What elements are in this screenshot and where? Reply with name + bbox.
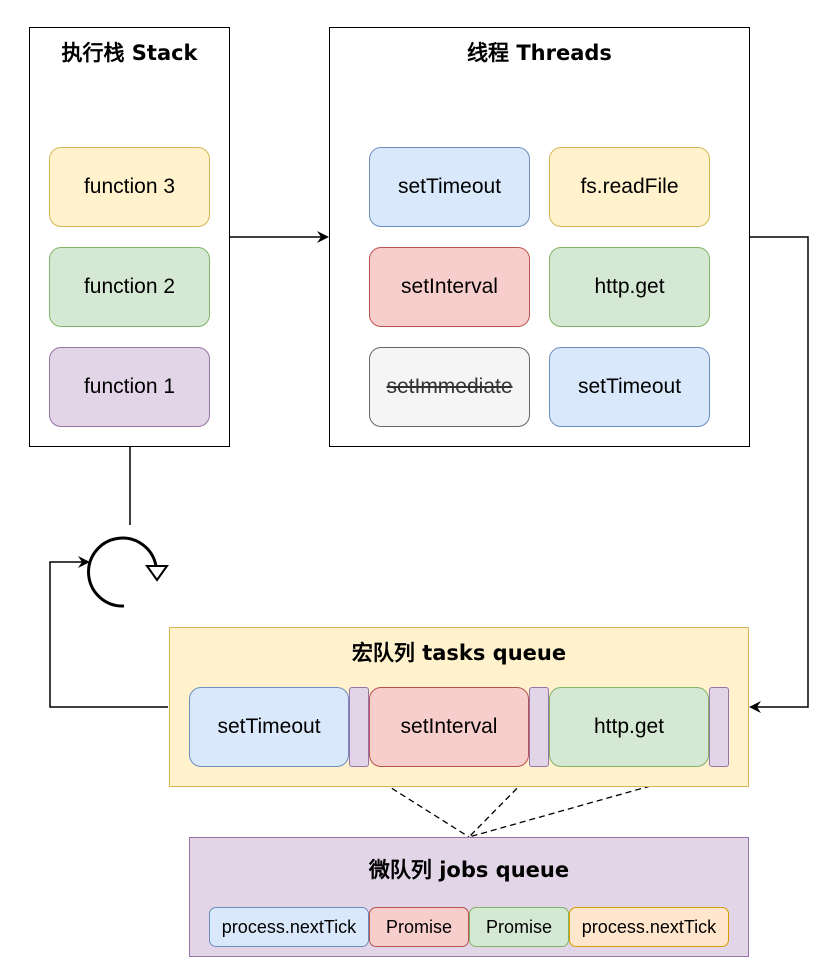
thread-settimeout-1: setTimeout — [369, 147, 530, 227]
stack-item-function-1: function 1 — [49, 347, 210, 427]
task-settimeout: setTimeout — [189, 687, 349, 767]
tasks-queue-title: 宏队列 tasks queue — [351, 641, 567, 665]
job-process-nexttick-1: process.nextTick — [209, 907, 369, 947]
stack-title: 执行栈 Stack — [61, 41, 198, 65]
stack-item-function-2: function 2 — [49, 247, 210, 327]
thread-setinterval: setInterval — [369, 247, 530, 327]
threads-title: 线程 Threads — [467, 41, 612, 65]
task-separator-2 — [529, 687, 549, 767]
stack-item-function-3: function 3 — [49, 147, 210, 227]
arrow-tasks-to-loop — [49, 556, 168, 708]
arrow-threads-to-tasks — [749, 236, 809, 713]
task-separator-3 — [709, 687, 729, 767]
thread-fs-readfile: fs.readFile — [549, 147, 710, 227]
event-loop-arrowhead — [145, 565, 169, 582]
event-loop-arc — [87, 536, 158, 608]
task-setinterval: setInterval — [369, 687, 529, 767]
thread-settimeout-2: setTimeout — [549, 347, 710, 427]
thread-setimmediate: setImmediate — [369, 347, 530, 427]
job-promise-1: Promise — [369, 907, 469, 947]
job-promise-2: Promise — [469, 907, 569, 947]
dash-2 — [468, 766, 539, 838]
jobs-queue-title: 微队列 jobs queue — [368, 858, 570, 882]
thread-http-get: http.get — [549, 247, 710, 327]
task-separator-1 — [349, 687, 369, 767]
task-http-get: http.get — [549, 687, 709, 767]
job-process-nexttick-2: process.nextTick — [569, 907, 729, 947]
